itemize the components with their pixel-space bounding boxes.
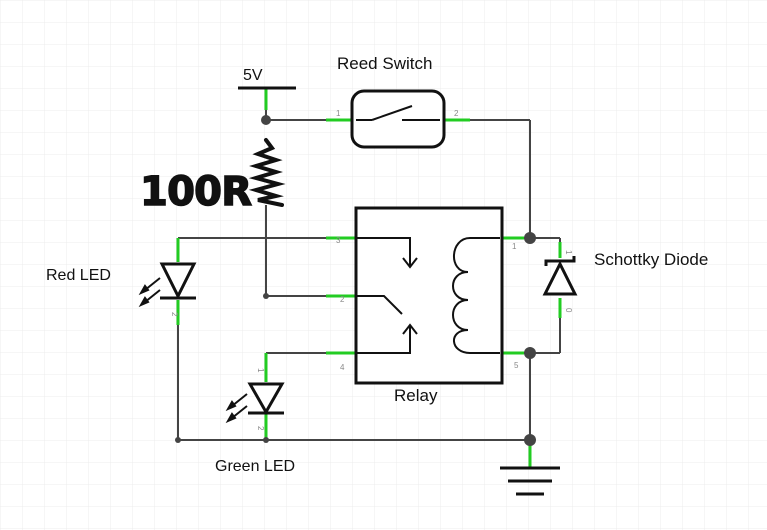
relay-label: Relay <box>394 386 438 405</box>
green-led-label: Green LED <box>215 458 295 475</box>
relay-pin-2: 2 <box>340 295 345 304</box>
junctions <box>175 115 536 446</box>
red-led-label: Red LED <box>46 267 111 284</box>
schottky-label: Schottky Diode <box>594 250 708 269</box>
relay: Relay 3 2 4 1 5 <box>336 206 519 405</box>
relay-pin-3: 3 <box>336 236 341 245</box>
relay-pin-5: 5 <box>514 361 519 370</box>
green-led-pin-2: 2 <box>256 426 265 431</box>
schottky-diode: Schottky Diode 1 0 <box>542 250 708 313</box>
relay-pin-1: 1 <box>512 242 517 251</box>
supply-5v: 5V <box>238 67 296 90</box>
green-led-pin-1: 1 <box>256 368 265 373</box>
connector-stubs <box>176 88 562 468</box>
schottky-pin-0: 0 <box>564 308 573 313</box>
red-led: Red LED 2 <box>46 262 197 317</box>
reed-pin-1: 1 <box>336 109 341 118</box>
green-led: Green LED 1 2 <box>215 368 295 475</box>
relay-pin-4: 4 <box>340 363 345 372</box>
resistor-handwritten-label: 100R <box>140 169 252 215</box>
red-led-pin: 2 <box>170 312 179 317</box>
ground-symbol <box>500 466 560 496</box>
reed-switch-label: Reed Switch <box>337 54 432 73</box>
resistor <box>248 138 286 207</box>
reed-switch: Reed Switch 1 2 <box>336 54 459 149</box>
supply-label: 5V <box>243 67 263 84</box>
reed-pin-2: 2 <box>454 109 459 118</box>
schottky-pin-1: 1 <box>564 250 573 255</box>
